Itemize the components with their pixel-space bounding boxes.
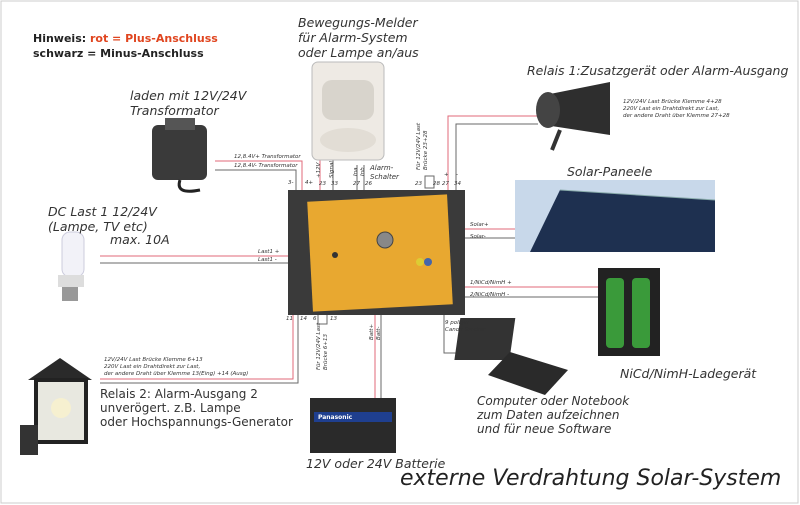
controller-image xyxy=(288,190,465,315)
wire-relay2-plus xyxy=(100,315,294,380)
motion-label: Bewegungs-Melder für Alarm-System oder L… xyxy=(298,15,419,60)
battery-plus-label: Batt+ xyxy=(369,323,375,340)
lamp-image xyxy=(20,358,92,455)
note-line: der andere Draht über Klemme 27+28 xyxy=(623,113,730,119)
motion-wire-label: Inb xyxy=(360,167,366,176)
wire-relay1-plus xyxy=(447,115,538,190)
transformer-image xyxy=(152,118,207,193)
relay1-minus: - xyxy=(456,172,458,178)
solar-panel-image xyxy=(515,180,716,252)
nicd-label: NiCd/NimH-Ladegerät xyxy=(620,366,757,381)
terminal-label: 27 xyxy=(442,181,449,187)
terminal-label: 26 xyxy=(365,181,372,187)
wire-relay1-minus xyxy=(455,123,538,190)
motion-line: für Alarm-System xyxy=(298,30,408,45)
relay1-bridge-note: Für 12V/24V Last Brücke 23+28 xyxy=(416,123,430,170)
motion-wire-label: Signal xyxy=(329,161,335,178)
battery-brand-logo: Panasonic xyxy=(318,414,353,421)
note-line: 12V/24V Last Brücke Klemme 6+13 xyxy=(104,357,203,363)
terminal-label: 23 xyxy=(319,181,326,187)
relay2-line: oder Hochspannungs-Generator xyxy=(100,415,293,429)
transformer-label: laden mit 12V/24V Transformator xyxy=(130,88,246,118)
relay2-label: Relais 2: Alarm-Ausgang 2 unverögert. z.… xyxy=(100,387,293,429)
load1-minus-label: Last1 - xyxy=(258,257,277,263)
load1-line: DC Last 1 12/24V xyxy=(48,204,157,219)
battery-label: 12V oder 24V Batterie xyxy=(306,456,446,471)
computer-label: Computer oder Notebook zum Daten aufzeic… xyxy=(477,394,629,436)
solar-minus-label: Solar- xyxy=(470,234,486,240)
terminal-label: 14 xyxy=(300,316,307,322)
hint-note: Hinweis: rot = Plus-Anschluss schwarz = … xyxy=(33,31,218,61)
terminal-label: 6 xyxy=(313,316,317,322)
nicd-charger-image xyxy=(598,268,660,356)
nicd-minus-label: 2/NiCd/NimH - xyxy=(470,292,510,298)
diagram-title: externe Verdrahtung Solar-System xyxy=(400,466,782,491)
motion-detector-image xyxy=(311,61,385,161)
nicd-plus-label: 1/NiCd/NimH + xyxy=(470,280,512,286)
hint-prefix: Hinweis: xyxy=(33,32,90,45)
battery-minus-label: Batt- xyxy=(376,326,382,340)
battery-image xyxy=(310,398,396,453)
alarm-switch-label: Alarm- Schalter xyxy=(370,164,399,182)
terminal-label: 11 xyxy=(286,316,293,322)
terminal-label: 27 xyxy=(353,181,360,187)
transformer-line: Transformator xyxy=(130,103,219,118)
note-line: 12V/24V Last Brücke Klemme 4+28 xyxy=(623,99,722,105)
transformer-line: laden mit 12V/24V xyxy=(130,88,247,103)
bridge-line: Für 12V/24V Last xyxy=(416,122,422,170)
load1-max: max. 10A xyxy=(110,232,170,247)
wire-transformer-plus xyxy=(215,160,303,190)
bridge-line: Brücke 6+13 xyxy=(323,334,329,370)
terminal-4: 4+ xyxy=(305,180,314,186)
hint-black: schwarz = Minus-Anschluss xyxy=(33,47,204,60)
relay2-bridge-note: Für 12V/24V Last Brücke 6+13 xyxy=(316,323,330,370)
terminal-3: 3- xyxy=(288,180,294,186)
computer-line: und für neue Software xyxy=(477,422,612,436)
transformer-minus-label: 12,8.4V- Transformator xyxy=(234,163,298,169)
relay1-label: Relais 1:Zusatzgerät oder Alarm-Ausgang xyxy=(527,63,789,78)
motion-wire-label: +12V xyxy=(316,162,322,178)
bridge-line: Für 12V/24V Last xyxy=(316,322,322,370)
relay2-line: Relais 2: Alarm-Ausgang 2 xyxy=(100,387,258,401)
terminal-label: 28 xyxy=(433,181,440,187)
relay2-notes: 12V/24V Last Brücke Klemme 6+13 220V Las… xyxy=(104,357,248,378)
bulb-image xyxy=(58,231,85,301)
wire-transformer-minus xyxy=(215,169,297,190)
relay2-line: unverögert. z.B. Lampe xyxy=(100,401,241,415)
bridge-line: Brücke 23+28 xyxy=(423,130,429,170)
computer-line: Computer oder Notebook xyxy=(477,394,630,408)
computer-line: zum Daten aufzeichnen xyxy=(477,408,620,422)
cable-line: 9 poliger xyxy=(445,320,470,326)
terminal-label: 13 xyxy=(330,316,337,322)
siren-image xyxy=(536,82,610,151)
laptop-image xyxy=(454,318,568,395)
motion-line: oder Lampe an/aus xyxy=(298,45,419,60)
note-line: 220V Last ein Drahtdirekt zur Last, xyxy=(104,364,201,370)
note-line: der andere Draht über Klemme 13(Eing) +1… xyxy=(104,371,249,377)
cable-line: Canon-Stecker xyxy=(445,327,486,333)
terminal-label: 23 xyxy=(415,181,422,187)
note-line: 220V Last ein Drahtdirekt zur Last, xyxy=(623,106,720,112)
alarm-line: Schalter xyxy=(370,173,399,181)
load1-label: DC Last 1 12/24V (Lampe, TV etc) xyxy=(48,204,157,234)
motion-wire-label: Ina xyxy=(353,167,359,176)
relay1-plus: + xyxy=(444,172,449,178)
load1-line: (Lampe, TV etc) xyxy=(48,219,148,234)
alarm-line: Alarm- xyxy=(370,164,394,172)
bridge-23-28 xyxy=(424,175,435,189)
hint-red: rot = Plus-Anschluss xyxy=(89,32,218,45)
load1-plus-label: Last1 + xyxy=(258,249,280,255)
relay1-notes: 12V/24V Last Brücke Klemme 4+28 220V Las… xyxy=(623,99,730,120)
computer-cable-label: 9 poliger Canon-Stecker xyxy=(445,320,485,334)
transformer-plus-label: 12,8.4V+ Transformator xyxy=(234,154,301,160)
solar-plus-label: Solar+ xyxy=(470,222,489,228)
motion-line: Bewegungs-Melder xyxy=(298,15,418,30)
wire-relay2-minus xyxy=(100,315,299,384)
terminal-label: 34 xyxy=(454,181,461,187)
solar-label: Solar-Paneele xyxy=(567,164,653,179)
terminal-label: 33 xyxy=(331,181,338,187)
